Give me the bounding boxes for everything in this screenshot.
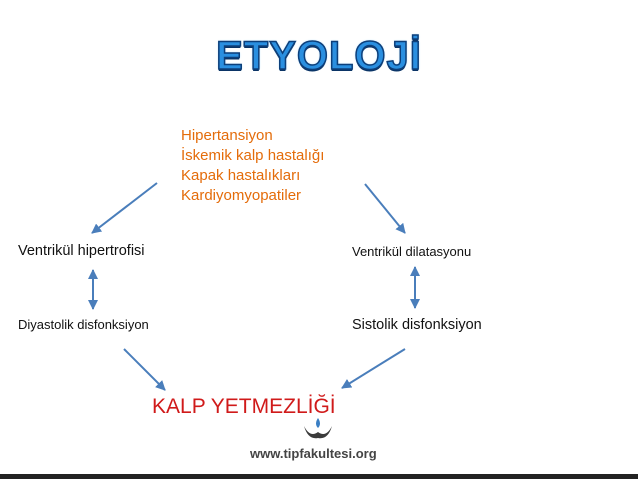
watermark-logo-icon	[304, 418, 332, 439]
cause-item: Hipertansiyon	[181, 127, 273, 144]
node-ventricular-dilatation: Ventrikül dilatasyonu	[352, 244, 472, 259]
cause-item: İskemik kalp hastalığı	[181, 147, 325, 164]
bottom-bar	[0, 474, 638, 479]
node-systolic-dysfunction: Sistolik disfonksiyon	[352, 317, 482, 333]
watermark-url: www.tipfakultesi.org	[250, 446, 377, 461]
arrow-diastolic-to-failure	[123, 348, 166, 391]
arrow-causes-to-hypertrophy	[91, 182, 158, 234]
causes-list: Hipertansiyon İskemik kalp hastalığı Kap…	[181, 126, 324, 206]
node-diastolic-dysfunction: Diyastolik disfonksiyon	[18, 317, 149, 332]
cause-item: Kardiyomyopatiler	[181, 187, 302, 204]
node-ventricular-hypertrophy: Ventrikül hipertrofisi	[18, 243, 145, 259]
slide-title: ETYOLOJİ	[215, 33, 422, 79]
heart-failure-result: KALP YETMEZLİĞİ	[152, 395, 336, 418]
arrow-systolic-to-failure	[341, 348, 406, 389]
cause-item: Kapak hastalıkları	[181, 167, 301, 184]
arrow-causes-to-dilatation	[364, 183, 406, 234]
